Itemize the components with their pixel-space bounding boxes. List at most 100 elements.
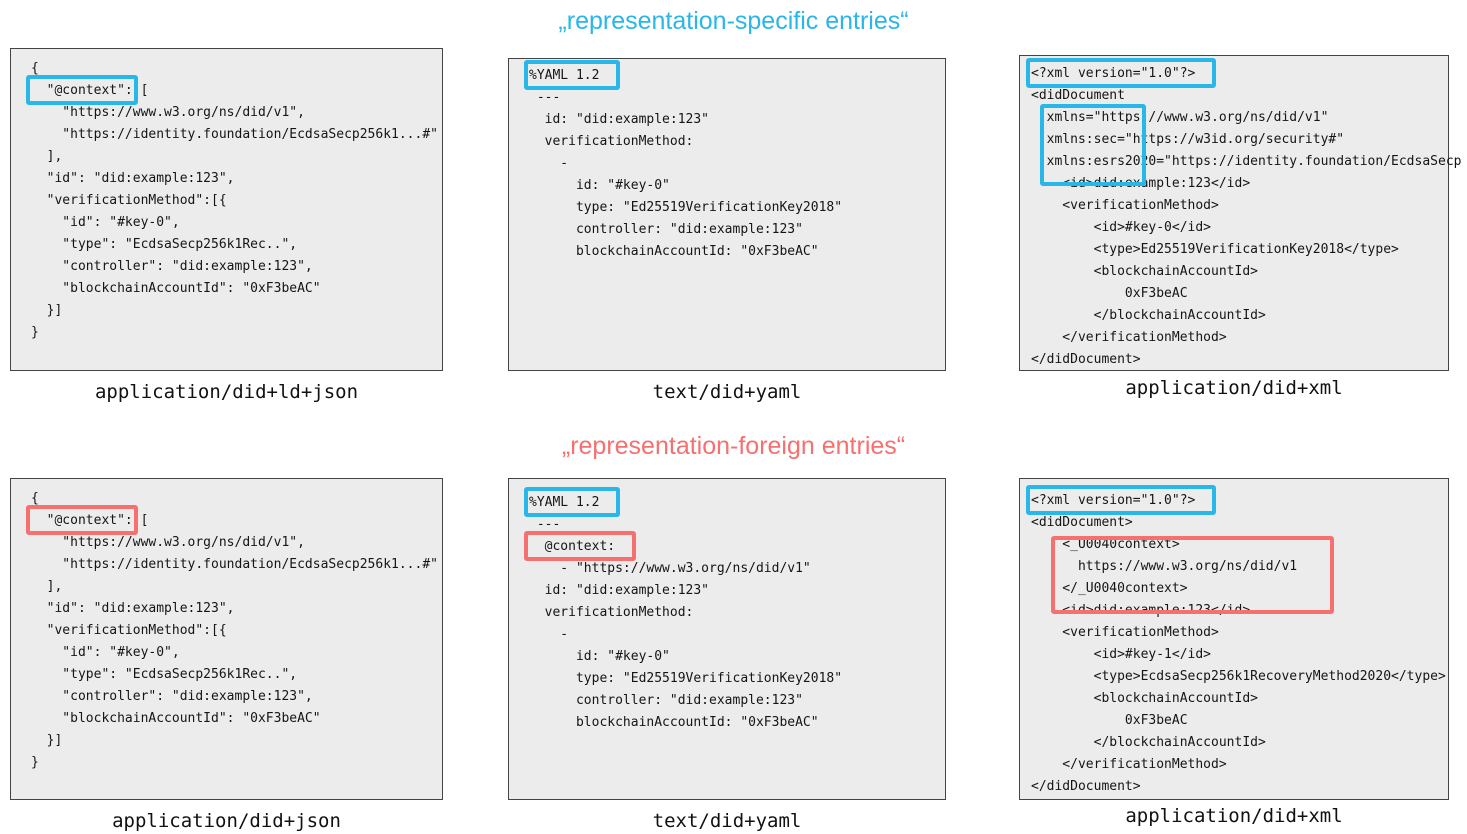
code-listing-did-yaml-specific: %YAML 1.2 --- id: "did:example:123" veri…	[523, 60, 945, 263]
code-line: id: "did:example:123"	[529, 112, 710, 127]
highlighted-code: <?xml version="1.0"?>	[1025, 58, 1217, 88]
code-line: }	[31, 755, 39, 770]
code-line: xmlns:sec="https://w3id.org/security#"	[1031, 132, 1345, 147]
code-line: <id>#key-1</id>	[1031, 647, 1212, 662]
panel-did-xml-specific: <?xml version="1.0"?> <didDocument xmlns…	[1019, 55, 1462, 371]
code-line: xmlns="https://www.w3.org/ns/did/v1"	[1031, 110, 1329, 125]
highlighted-code: "@context":	[26, 75, 138, 105]
code-line: blockchainAccountId: "0xF3beAC"	[529, 244, 819, 259]
mime-label-did-json: application/did+json	[112, 810, 341, 832]
code-listing-did-xml-specific: <?xml version="1.0"?> <didDocument xmlns…	[1025, 58, 1462, 371]
code-line: xmlns:esrs2020="https://identity.foundat…	[1031, 154, 1462, 169]
code-line: <blockchainAccountId>	[1031, 264, 1258, 279]
highlighted-code: <?xml version="1.0"?>	[1025, 485, 1217, 515]
code-line: -	[529, 156, 569, 171]
code-line: @context:	[524, 531, 945, 561]
code-line: %YAML 1.2	[523, 487, 945, 517]
code-line: "@context": [	[26, 75, 442, 105]
highlighted-code: %YAML 1.2	[523, 60, 621, 90]
mime-label-did-yaml-foreign: text/did+yaml	[652, 810, 802, 832]
code-line: <id>did:example:123</id>	[1031, 176, 1251, 191]
code-line: controller: "did:example:123"	[529, 222, 803, 237]
panel-did-json: { "@context": [ "https://www.w3.org/ns/d…	[10, 478, 443, 800]
highlighted-code: %YAML 1.2	[523, 487, 621, 517]
mime-label-did-xml-foreign: application/did+xml	[1125, 805, 1343, 827]
panel-did-ld-json: { "@context": [ "https://www.w3.org/ns/d…	[10, 48, 443, 371]
code-line: id: "#key-0"	[529, 649, 670, 664]
code-line: }	[31, 325, 39, 340]
code-line: id: "#key-0"	[529, 178, 670, 193]
code-line: <verificationMethod>	[1031, 625, 1219, 640]
code-line: ],	[31, 579, 63, 594]
panel-did-yaml-specific: %YAML 1.2 --- id: "did:example:123" veri…	[508, 58, 946, 371]
code-line: </blockchainAccountId>	[1031, 735, 1266, 750]
code-line: controller: "did:example:123"	[529, 693, 803, 708]
code-line: https://www.w3.org/ns/did/v1	[1031, 559, 1298, 574]
code-line: <_U0040context>	[1031, 537, 1180, 552]
panel-did-yaml-foreign: %YAML 1.2 --- @context: - "https://www.w…	[508, 478, 946, 800]
code-line: "verificationMethod":[{	[31, 193, 227, 208]
mime-label-did-ld-json: application/did+ld+json	[94, 381, 359, 403]
code-line: <verificationMethod>	[1031, 198, 1219, 213]
code-line: <?xml version="1.0"?>	[1025, 485, 1448, 515]
code-line: - "https://www.w3.org/ns/did/v1"	[529, 561, 811, 576]
code-line: "id": "#key-0",	[31, 215, 180, 230]
code-line: blockchainAccountId: "0xF3beAC"	[529, 715, 819, 730]
code-line: }]	[31, 303, 63, 318]
highlighted-code: @context:	[524, 531, 636, 561]
code-line: id: "did:example:123"	[529, 583, 710, 598]
code-line: ],	[31, 149, 63, 164]
code-line: <id>#key-0</id>	[1031, 220, 1212, 235]
mime-label-did-yaml-specific: text/did+yaml	[652, 381, 802, 403]
code-line: "verificationMethod":[{	[31, 623, 227, 638]
code-line: %YAML 1.2	[523, 60, 945, 90]
code-line: {	[31, 491, 39, 506]
code-listing-did-xml-foreign: <?xml version="1.0"?> <didDocument> <_U0…	[1025, 485, 1448, 798]
code-line: ---	[529, 517, 561, 532]
code-listing-did-ld-json: { "@context": [ "https://www.w3.org/ns/d…	[26, 58, 442, 344]
code-line: }]	[31, 733, 63, 748]
code-line: "blockchainAccountId": "0xF3beAC"	[31, 711, 321, 726]
code-line: <id>did:example:123</id>	[1031, 603, 1251, 618]
highlighted-code: "@context":	[26, 505, 138, 535]
code-line: "blockchainAccountId": "0xF3beAC"	[31, 281, 321, 296]
code-line: "id": "#key-0",	[31, 645, 180, 660]
code-line: {	[31, 61, 39, 76]
code-line: </didDocument>	[1031, 352, 1141, 367]
header-representation-specific: „representation-specific entries“	[558, 7, 909, 35]
code-line: <didDocument	[1031, 88, 1125, 103]
code-line: "https://www.w3.org/ns/did/v1",	[31, 105, 305, 120]
code-line: 0xF3beAC	[1031, 713, 1188, 728]
code-line: verificationMethod:	[529, 605, 694, 620]
code-line: "https://identity.foundation/EcdsaSecp25…	[31, 557, 438, 572]
code-line: 0xF3beAC	[1031, 286, 1188, 301]
code-line: "https://identity.foundation/EcdsaSecp25…	[31, 127, 438, 142]
code-line: </_U0040context>	[1031, 581, 1188, 596]
code-line: "id": "did:example:123",	[31, 171, 235, 186]
code-line: </didDocument>	[1031, 779, 1141, 794]
code-line: </verificationMethod>	[1031, 757, 1227, 772]
code-line: type: "Ed25519VerificationKey2018"	[529, 200, 843, 215]
mime-label-did-xml-specific: application/did+xml	[1125, 377, 1343, 399]
code-line: ---	[529, 90, 561, 105]
code-line: "type": "EcdsaSecp256k1Rec..",	[31, 237, 298, 252]
code-line: "@context": [	[26, 505, 442, 535]
code-line: <type>Ed25519VerificationKey2018</type>	[1031, 242, 1399, 257]
code-line: <?xml version="1.0"?>	[1025, 58, 1448, 88]
panel-did-xml-foreign: <?xml version="1.0"?> <didDocument> <_U0…	[1019, 478, 1449, 800]
code-line: <blockchainAccountId>	[1031, 691, 1258, 706]
header-representation-foreign: „representation-foreign entries“	[561, 432, 906, 460]
code-line: <type>EcdsaSecp256k1RecoveryMethod2020</…	[1031, 669, 1446, 684]
code-line: "type": "EcdsaSecp256k1Rec..",	[31, 667, 298, 682]
code-line: -	[529, 627, 569, 642]
code-line: </verificationMethod>	[1031, 330, 1227, 345]
code-listing-did-yaml-foreign: %YAML 1.2 --- @context: - "https://www.w…	[523, 487, 945, 734]
code-line: "id": "did:example:123",	[31, 601, 235, 616]
code-line: type: "Ed25519VerificationKey2018"	[529, 671, 843, 686]
code-line: verificationMethod:	[529, 134, 694, 149]
code-line: <didDocument>	[1031, 515, 1133, 530]
code-line: "https://www.w3.org/ns/did/v1",	[31, 535, 305, 550]
code-line: "controller": "did:example:123",	[31, 689, 313, 704]
code-line: "controller": "did:example:123",	[31, 259, 313, 274]
